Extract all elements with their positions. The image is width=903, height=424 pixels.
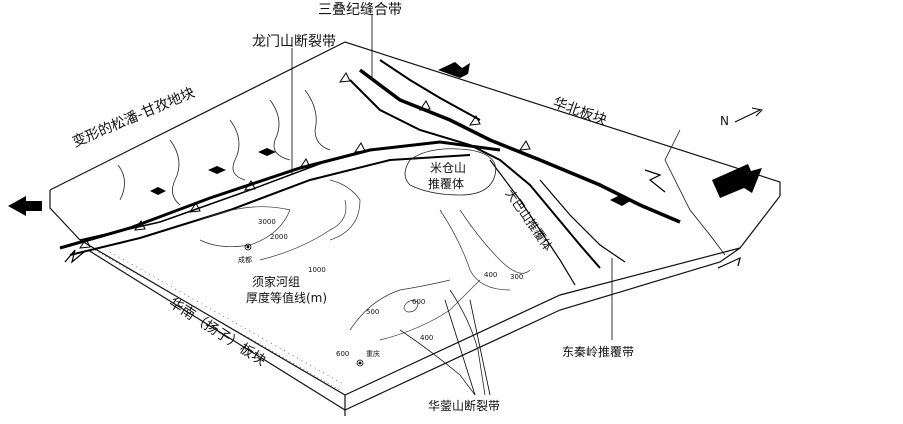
songpan-arrow-3-icon [258,148,276,156]
north-arrow-2-icon [712,164,762,198]
north-arrow-1-icon [438,62,470,78]
huaying-fault-2 [449,289,486,396]
label-xujiahe-1: 须家河组 [252,274,300,289]
tooth-8 [468,115,481,126]
block-front-bottom [87,249,346,411]
city-markers [244,243,364,367]
dotted-line-2 [109,251,346,386]
outline-arrows [64,169,741,269]
songpan-arrow-1-icon [150,187,166,195]
suture-main-fault [358,68,681,224]
longmenshan-second-fault [69,154,471,256]
block-left-face [49,190,81,241]
label-songpan-ganzi: 变形的松潘-甘孜地块 [70,85,197,151]
songpan-fold-lines [117,89,331,206]
leader-huaying-1 [444,299,476,396]
contour-400b [379,279,481,341]
west-arrow-icon [8,196,42,216]
chongqing-marker-icon [356,359,364,367]
fold-line-4 [269,99,291,161]
contour-400 [439,209,511,291]
chongqing-marker-dot [358,361,362,365]
contour-1000 [259,199,347,261]
motion-arrows [8,62,762,216]
dabashan-arrow-icon [610,194,632,206]
tooth-4 [243,180,256,191]
label-triassic-suture: 三叠纪缝合带 [318,2,402,18]
label-micangshan-nappe: 推覆体 [428,177,464,191]
huayingshan-faults [399,289,486,396]
label-north-china: 华北板块 [551,95,609,129]
contour-label-300: 300 [510,273,523,281]
contour-2000b [329,179,361,241]
front-dotted-strip [94,249,346,391]
songpan-arrow-2-icon [208,166,226,174]
north-hollow-arrow-icon [644,169,666,193]
micangshan-outline [404,148,497,196]
thrust-teeth [78,72,531,249]
tooth-3 [188,202,201,213]
fold-line-3 [229,119,246,181]
block-outline [49,41,781,416]
contour-3000 [199,206,291,247]
block-right-top [344,247,741,396]
huaying-fault-1 [399,329,476,396]
contour-label-3000: 3000 [258,218,276,226]
tooth-2 [133,220,146,231]
tooth-6 [353,142,366,153]
sw-hollow-arrow-icon [64,249,85,264]
fault-belts [59,59,681,286]
contour-600 [403,300,419,313]
tooth-5 [298,158,311,169]
longmenshan-third-fault [79,159,331,241]
label-chengdu: 成都 [238,255,252,264]
contour-label-600b: 600 [336,350,349,358]
tooth-7 [418,100,431,111]
north-arrow-head-icon [751,107,764,117]
leader-huaying-2 [469,299,491,396]
dabashan-inner-fault-2 [539,179,626,263]
chengdu-marker-icon [244,243,252,251]
contour-300 [459,209,531,274]
label-south-china: 华南（扬子）板块 [166,295,269,369]
contour-label-500: 500 [366,308,379,316]
contour-label-2000: 2000 [270,233,288,241]
tooth-9 [518,140,531,151]
label-xujiahe-2: 厚度等值线(m) [246,290,327,305]
north-arrow-shaft [734,109,761,123]
dabashan-inner-fault [489,159,576,286]
label-huayingshan: 华蓥山断裂带 [428,398,500,413]
thickness-contours [199,179,531,341]
contour-label-600: 600 [412,298,425,306]
suture-north-fault [379,59,481,121]
label-chongqing: 重庆 [366,349,380,358]
leader-lines [291,15,613,396]
label-longmenshan-fault: 龙门山断裂带 [252,34,336,50]
block-right-edge [344,195,781,411]
label-dabashan: 大巴山推覆体 [503,187,556,254]
fold-line-1 [117,164,125,201]
dabashan-front-fault [349,79,601,269]
label-north: N [720,114,729,128]
tooth-10 [338,72,351,83]
block-top-edge [49,41,781,196]
label-east-qinling: 东秦岭推覆带 [562,345,634,359]
contour-label-400a: 400 [484,271,497,279]
fold-line-5 [304,89,331,151]
label-micangshan: 米仓山 [430,161,466,175]
north-arrow [734,107,764,123]
block-front-top [79,239,346,396]
east-hollow-arrow-icon [717,256,741,269]
contour-500 [349,279,451,331]
contour-label-400b: 400 [420,334,433,342]
block-back-line [664,129,726,256]
chengdu-marker-dot [246,245,250,249]
contour-label-1000: 1000 [308,266,326,274]
tooth-1 [78,238,91,249]
fold-line-2 [169,139,181,206]
